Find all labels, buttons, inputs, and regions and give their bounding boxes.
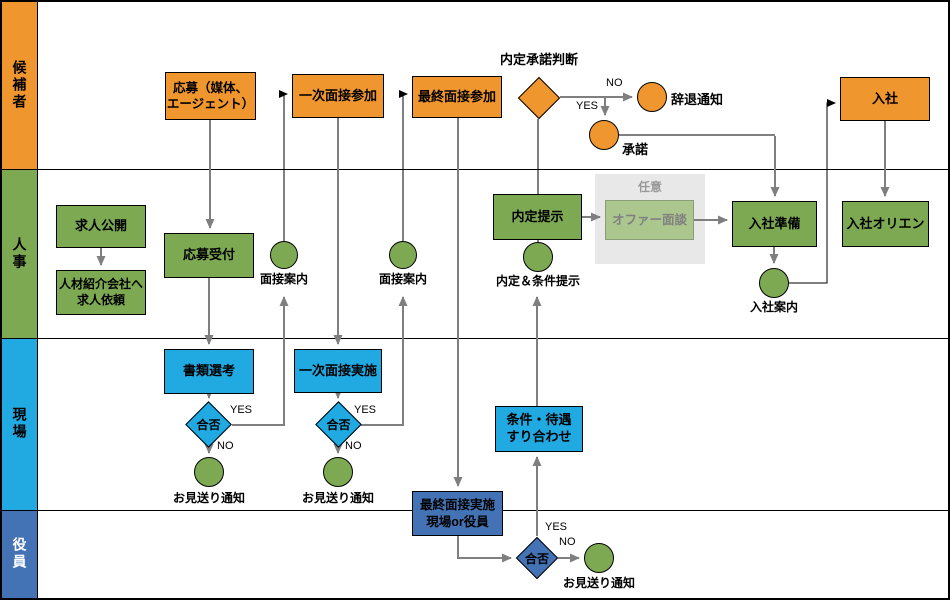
edge-passfail2-yes	[361, 296, 408, 426]
lane-candidate-label: 候補者	[11, 60, 28, 111]
event-interview-guide-2-label: 面接案内	[378, 272, 428, 286]
lane-hr-label: 人事	[11, 236, 28, 271]
node-final-interview-join: 最終面接参加	[412, 76, 502, 118]
event-rejection-3	[584, 543, 614, 573]
node-conditions-align: 条件・待遇 すり合わせ	[495, 406, 583, 452]
event-interview-guide-1	[270, 241, 298, 269]
edge-guide2-to-finaljoin	[399, 90, 408, 241]
node-offer-presentation: 内定提示	[493, 194, 582, 240]
event-decline-notice	[637, 82, 667, 112]
event-rejection-2	[323, 457, 353, 487]
optional-group-title: 任意	[637, 180, 662, 194]
edge-finalconduct-to-passfail3	[457, 535, 512, 563]
decision-offer-accept-title: 内定承諾判断	[499, 52, 579, 67]
node-apply: 応募（媒体、 エージェント）	[165, 72, 256, 120]
lane-field-label: 現場	[11, 407, 28, 441]
node-first-interview-join: 一次面接参加	[292, 74, 384, 118]
event-rejection-1-label: お見送り通知	[172, 491, 246, 505]
label-yes: YES	[576, 100, 599, 112]
lane-candidate: 候補者	[2, 2, 37, 169]
label-yes: YES	[545, 521, 568, 533]
node-app-reception: 応募受付	[164, 233, 254, 278]
lane-executive: 役員	[2, 510, 37, 598]
event-accept-label: 承諾	[622, 142, 649, 157]
node-first-interview-conduct: 一次面接実施	[294, 349, 382, 393]
node-job-open: 求人公開	[56, 205, 146, 248]
edge-joinguide-to-join	[789, 99, 836, 284]
node-agency-request: 人材紹介会社へ 求人依頼	[56, 270, 146, 315]
edge-passfail1-yes	[232, 296, 289, 426]
lane-divider	[2, 338, 948, 339]
event-join-guide-label: 入社案内	[749, 300, 799, 314]
event-interview-guide-1-label: 面接案内	[259, 272, 309, 286]
event-interview-guide-2	[389, 241, 417, 269]
decision-pass-fail-2-label: 合否	[326, 418, 351, 432]
node-doc-screening: 書類選考	[164, 349, 254, 394]
event-rejection-2-label: お見送り通知	[301, 491, 375, 505]
event-offer-conditions-label: 内定＆条件提示	[495, 274, 581, 288]
node-join-orientation: 入社オリエン	[842, 201, 929, 247]
label-no: NO	[559, 536, 576, 548]
event-rejection-1	[194, 457, 224, 487]
label-no: NO	[345, 440, 362, 452]
decision-pass-fail-1-label: 合否	[196, 418, 221, 432]
lane-hr: 人事	[2, 169, 37, 338]
event-accept	[589, 120, 619, 150]
label-no: NO	[217, 440, 234, 452]
node-final-interview-conduct: 最終面接実施 現場or役員	[412, 491, 503, 536]
lane-divider	[2, 169, 948, 170]
label-yes: YES	[354, 404, 377, 416]
lane-header-divider	[37, 2, 38, 598]
event-decline-notice-label: 辞退通知	[671, 92, 724, 107]
event-offer-conditions	[523, 242, 553, 272]
lane-field: 現場	[2, 338, 37, 510]
label-yes: YES	[230, 404, 253, 416]
node-join: 入社	[840, 77, 930, 121]
lane-executive-label: 役員	[11, 537, 28, 571]
node-join-prep: 入社準備	[732, 201, 817, 247]
edge-guide1-to-firstjoin	[279, 90, 288, 241]
event-rejection-3-label: お見送り通知	[562, 576, 636, 590]
node-offer-interview: オファー面談	[605, 200, 694, 240]
decision-pass-fail-3-label: 合否	[524, 551, 549, 566]
event-join-guide	[759, 268, 789, 298]
label-no: NO	[606, 77, 623, 89]
